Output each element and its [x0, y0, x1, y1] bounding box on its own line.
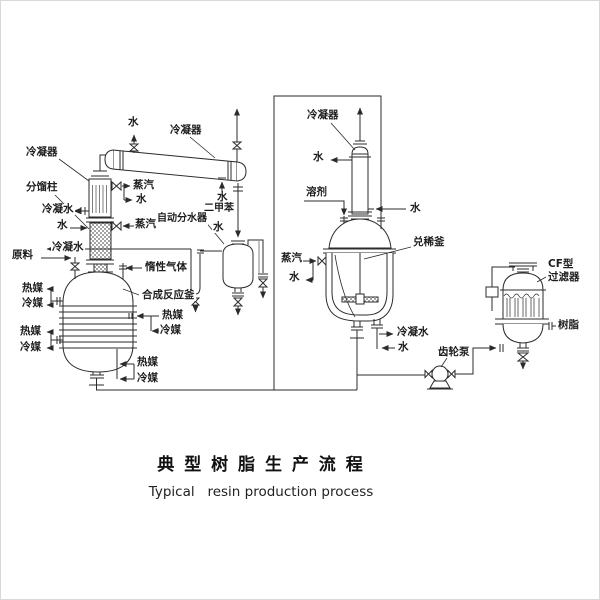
label-water-3: 水	[216, 191, 229, 204]
solvent-line	[304, 200, 348, 222]
auto-water-separator	[203, 219, 269, 316]
label-heat-medium-2: 热媒	[19, 325, 42, 338]
label-water-2: 水	[56, 219, 69, 232]
label-water-8: 水	[397, 341, 410, 354]
label-horizontal-condenser: 冷凝器	[169, 124, 203, 137]
label-cf-filter-2: 过滤器	[547, 271, 581, 284]
diagram-title-chinese: 典 型 树 脂 生 产 流 程	[157, 455, 365, 475]
label-cf-filter-1: CF型	[547, 258, 575, 271]
label-steam-3: 蒸汽	[280, 252, 303, 265]
label-condensate-3: 冷凝水	[396, 326, 430, 339]
transfer-line	[273, 95, 385, 391]
label-fractionating-column: 分馏柱	[25, 181, 59, 194]
label-water-1: 水	[135, 193, 148, 206]
label-water-5: 水	[312, 151, 325, 164]
condenser-downpipe	[233, 183, 243, 238]
label-gear-pump: 齿轮泵	[437, 346, 471, 359]
label-water-out-top: 水	[127, 116, 140, 129]
label-overhead-condenser: 冷凝器	[25, 146, 59, 159]
label-cold-medium-1: 冷媒	[21, 297, 44, 310]
label-cold-medium-3: 冷媒	[159, 324, 182, 337]
cf-filter	[485, 262, 556, 370]
label-resin: 树脂	[557, 319, 580, 332]
label-steam-1: 蒸汽	[132, 179, 155, 192]
label-condensate-2: 冷凝水	[51, 241, 85, 254]
label-heat-medium-4: 热媒	[136, 356, 159, 369]
label-heat-medium-3: 热媒	[161, 309, 184, 322]
label-condensate-1: 冷凝水	[41, 203, 75, 216]
label-steam-2: 蒸汽	[134, 218, 157, 231]
overhead-condenser	[73, 154, 133, 223]
horizontal-condenser	[54, 108, 247, 230]
label-water-4: 水	[212, 221, 225, 234]
dilution-kettle	[301, 216, 425, 376]
synthesis-reactor	[41, 255, 274, 391]
gear-pump	[424, 345, 497, 390]
label-inert-gas: 惰性气体	[144, 261, 188, 274]
kettle-condenser	[330, 107, 406, 223]
label-solvent: 溶剂	[305, 186, 328, 199]
label-cold-medium-4: 冷媒	[136, 372, 159, 385]
diagram-title-english: Typical resin production process	[148, 484, 374, 500]
label-dilution-kettle: 兑稀釜	[412, 236, 446, 249]
label-xylene: 二甲苯	[203, 203, 235, 215]
label-heat-medium-1: 热媒	[21, 282, 44, 295]
label-raw-material: 原料	[11, 249, 34, 262]
label-cold-medium-2: 冷媒	[19, 341, 42, 354]
label-synthesis-reactor: 合成反应釜	[141, 289, 196, 302]
label-kettle-condenser: 冷凝器	[306, 109, 340, 122]
label-water-7: 水	[288, 271, 301, 284]
fractionating-column	[70, 220, 134, 276]
label-water-6: 水	[409, 202, 422, 215]
label-auto-water-separator: 自动分水器	[156, 213, 208, 225]
